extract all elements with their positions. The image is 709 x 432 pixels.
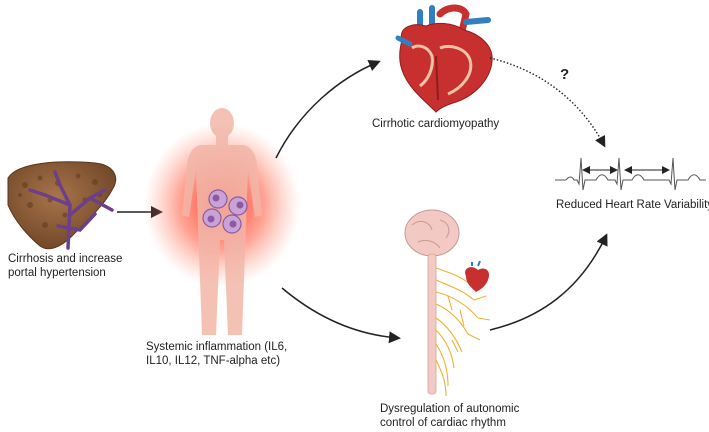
nervous-system-icon <box>404 209 491 397</box>
immune-cell-icon <box>202 189 248 234</box>
inflammation-label: Systemic inflammation (IL6, IL10, IL12, … <box>146 340 287 368</box>
arrow-inflammation-to-cardiomyopathy <box>275 59 381 159</box>
hrv-label-text: Reduced Heart Rate Variability <box>556 199 709 211</box>
question-mark: ? <box>560 66 570 83</box>
cardiomyopathy-label: Cirrhotic cardiomyopathy <box>372 117 499 131</box>
liver-label-line-1: Cirrhosis and increase <box>8 253 123 265</box>
arrow-cardiomyopathy-to-hrv <box>489 57 606 148</box>
hrv-label: Reduced Heart Rate Variability <box>556 198 709 212</box>
inflammation-label-line-2: IL10, IL12, TNF-alpha etc) <box>146 355 281 367</box>
liver-label-line-2: portal hypertension <box>8 267 106 279</box>
arrow-inflammation-to-autonomic <box>281 287 401 344</box>
autonomic-label: Dysregulation of autonomic control of ca… <box>380 402 519 430</box>
liver-label: Cirrhosis and increase portal hypertensi… <box>8 252 122 280</box>
arrow-autonomic-to-hrv <box>489 233 608 331</box>
inflammation-label-line-1: Systemic inflammation (IL6, <box>146 341 288 353</box>
autonomic-label-line-2: control of cardiac rhythm <box>380 417 506 429</box>
ecg-trace-icon <box>555 157 706 191</box>
cardiomyopathy-label-text: Cirrhotic cardiomyopathy <box>372 118 500 130</box>
human-body-icon <box>144 108 300 335</box>
autonomic-label-line-1: Dysregulation of autonomic <box>380 403 520 415</box>
heart-icon <box>395 4 493 113</box>
liver-icon <box>7 161 117 250</box>
